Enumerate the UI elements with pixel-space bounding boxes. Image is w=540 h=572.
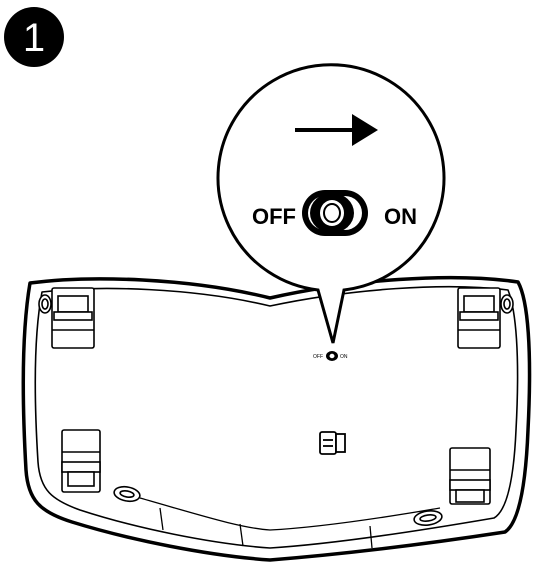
step-badge: 1 [4, 7, 64, 67]
foot-bottom-right [449, 447, 491, 505]
power-switch-small-on-label: ON [340, 354, 348, 360]
magnified-callout: OFF ON [216, 63, 446, 344]
callout-on-label: ON [384, 204, 417, 229]
foot-bottom-left [61, 429, 101, 493]
power-switch-enlarged[interactable] [302, 190, 368, 236]
tilt-foot-top-right [457, 287, 514, 349]
step-number: 1 [23, 16, 45, 60]
power-switch-small[interactable]: OFF ON [313, 351, 348, 361]
keyboard-body [21, 275, 532, 562]
tilt-foot-top-left [38, 287, 95, 349]
rubber-pad-right [413, 509, 443, 527]
arrow-right-icon [295, 114, 378, 146]
rubber-pad-left [113, 485, 141, 503]
callout-off-label: OFF [252, 204, 296, 229]
usb-receiver-slot-icon [319, 431, 346, 455]
power-switch-small-off-label: OFF [313, 354, 323, 360]
